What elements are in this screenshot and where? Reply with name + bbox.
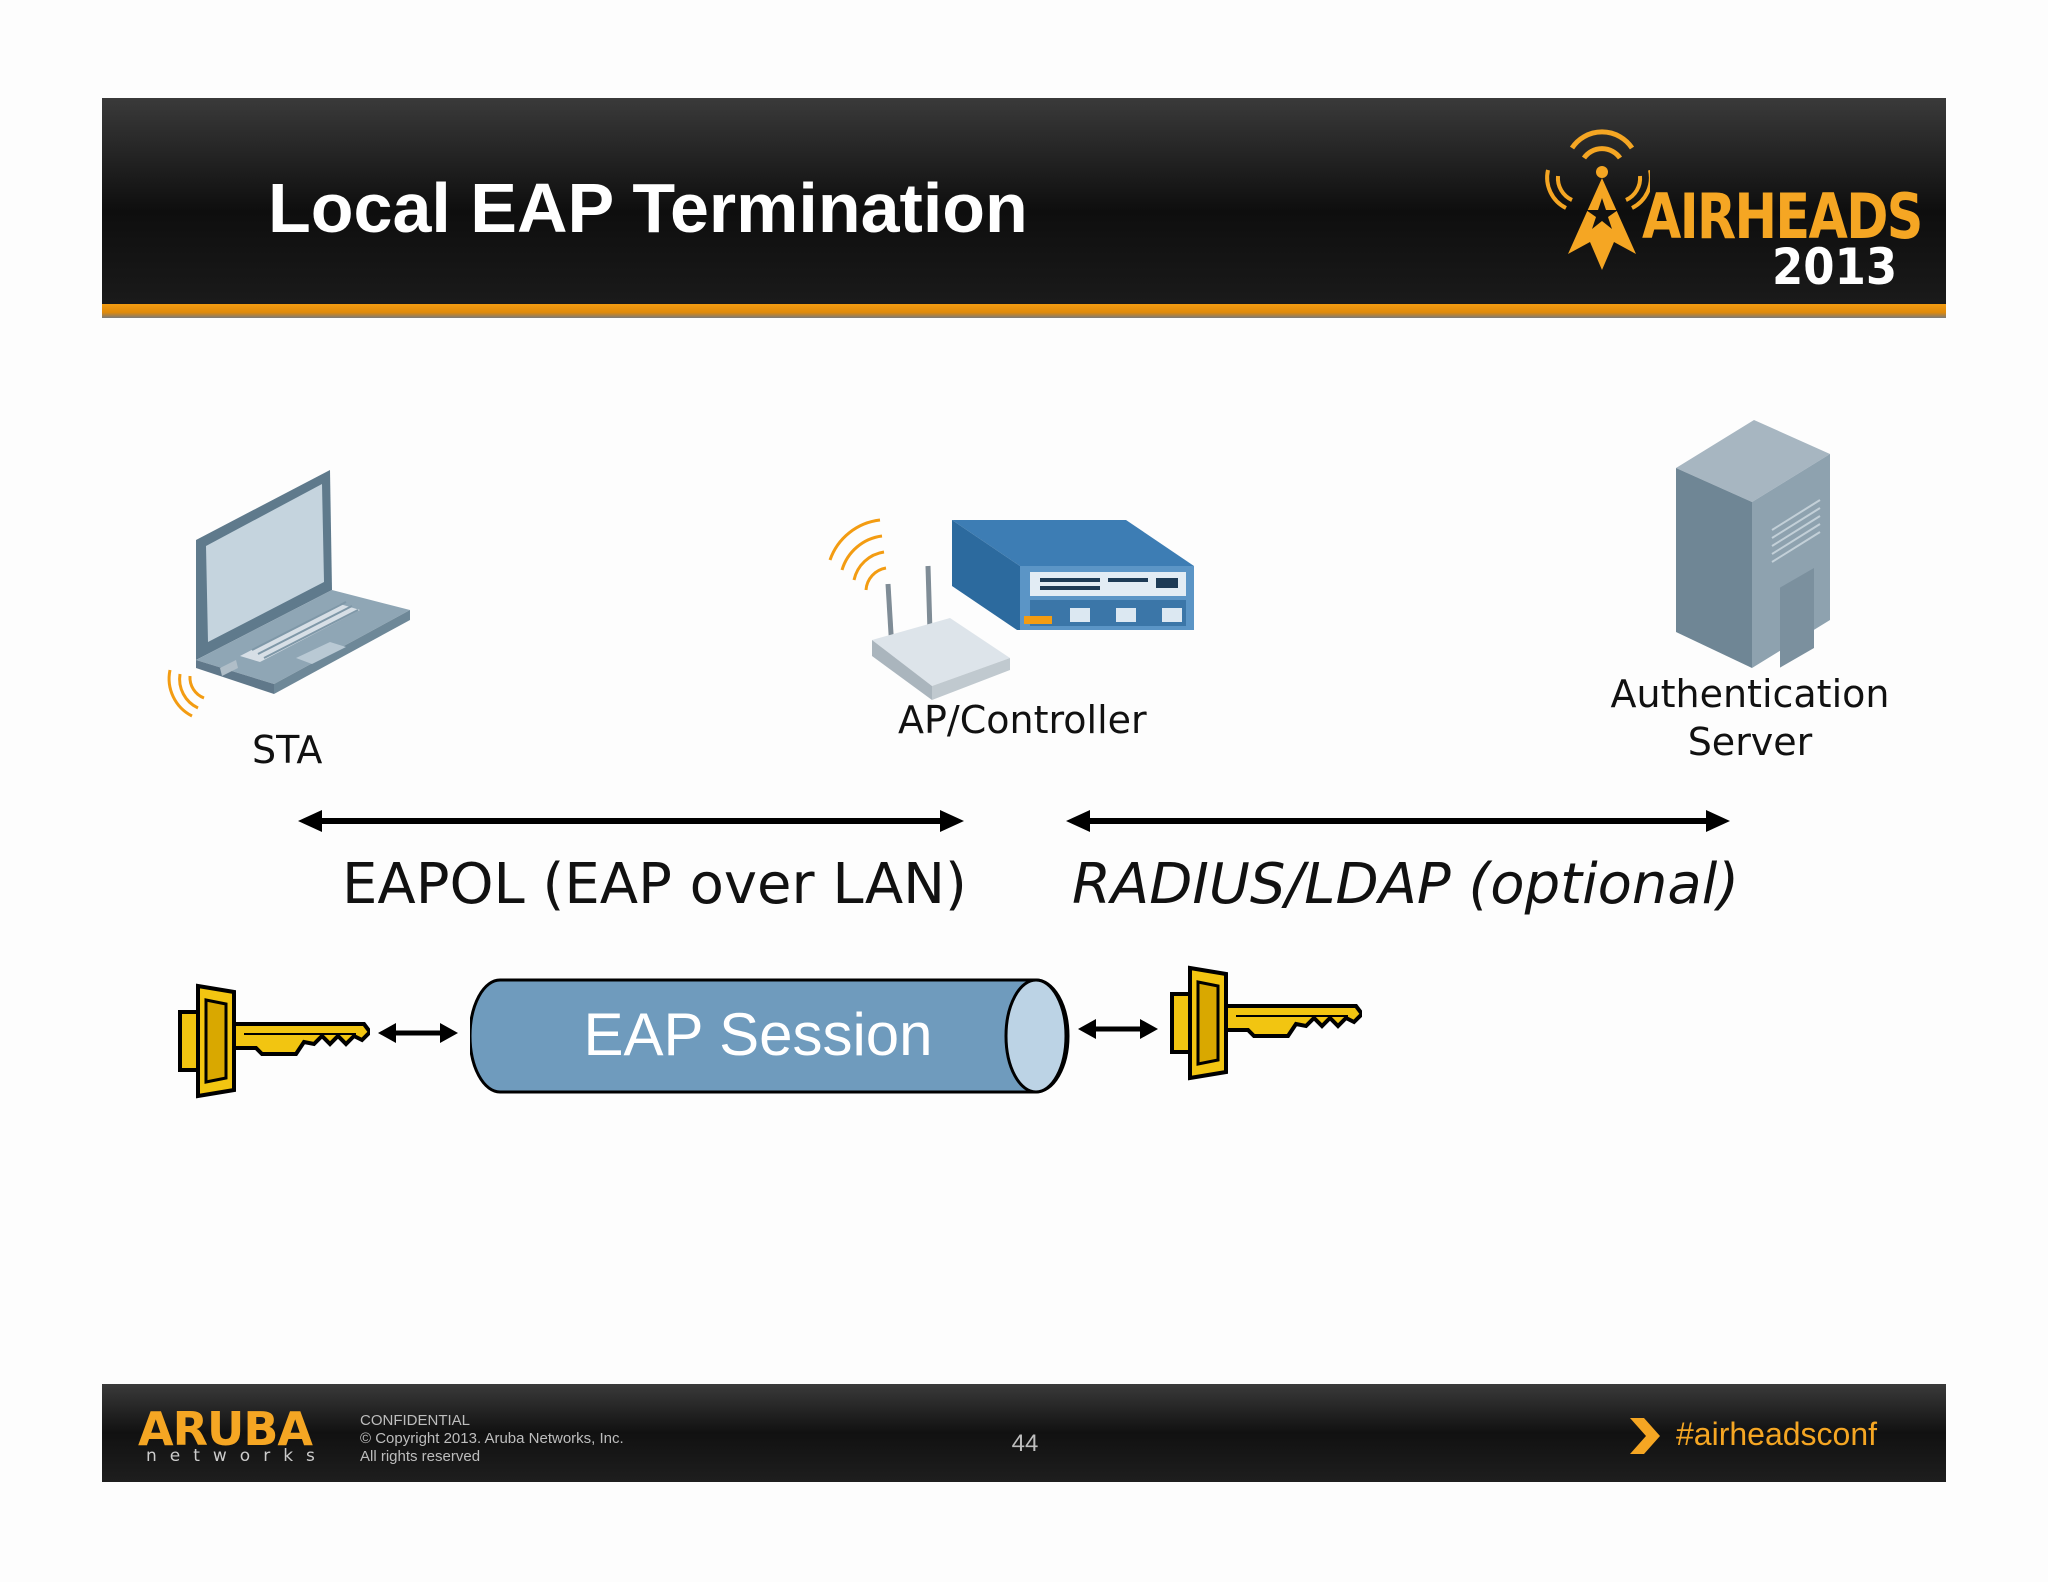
sta-key-link-arrow [378,1023,458,1043]
page-number: 44 [1011,1430,1039,1457]
auth-server-label-line2: Server [1687,720,1813,764]
server-tower-icon [1676,420,1830,668]
aruba-logo-subtitle: networks [146,1446,328,1466]
sta-label: STA [252,728,323,772]
ap-controller-label: AP/Controller [898,698,1147,742]
hashtag-link[interactable]: #airheadsconf [1676,1416,1878,1452]
controller-key-link-arrow [1078,1019,1158,1039]
eapol-label: EAPOL (EAP over LAN) [342,852,967,917]
eap-session-tunnel [470,978,1070,1094]
slide-title: Local EAP Termination [268,169,1028,247]
slide-footer [102,1384,1946,1482]
key-icon [178,983,370,1099]
airheads-antenna-logo-icon [1545,129,1650,270]
header-accent-bar [102,304,1946,318]
copyright-notice: © Copyright 2013. Aruba Networks, Inc. [360,1430,624,1447]
auth-server-label-line1: Authentication [1610,672,1890,716]
confidential-notice: CONFIDENTIAL [360,1412,471,1429]
aruba-logo: ARUBA [138,1402,313,1456]
airheads-brand-year: 2013 [1772,238,1898,296]
slide-header [102,98,1946,304]
access-point-icon [828,518,1010,700]
radius-ldap-double-arrow [1066,810,1730,832]
airheads-brand-name: AIRHEADS [1642,180,1923,253]
rights-notice: All rights reserved [360,1448,481,1465]
eap-session-label: EAP Session [583,1001,933,1068]
laptop-icon [167,470,410,718]
key-icon [1170,965,1362,1081]
controller-chassis-icon [952,520,1194,630]
chevron-right-icon [1630,1418,1660,1454]
eapol-double-arrow [298,810,964,832]
radius-ldap-label: RADIUS/LDAP (optional) [1072,852,1740,917]
